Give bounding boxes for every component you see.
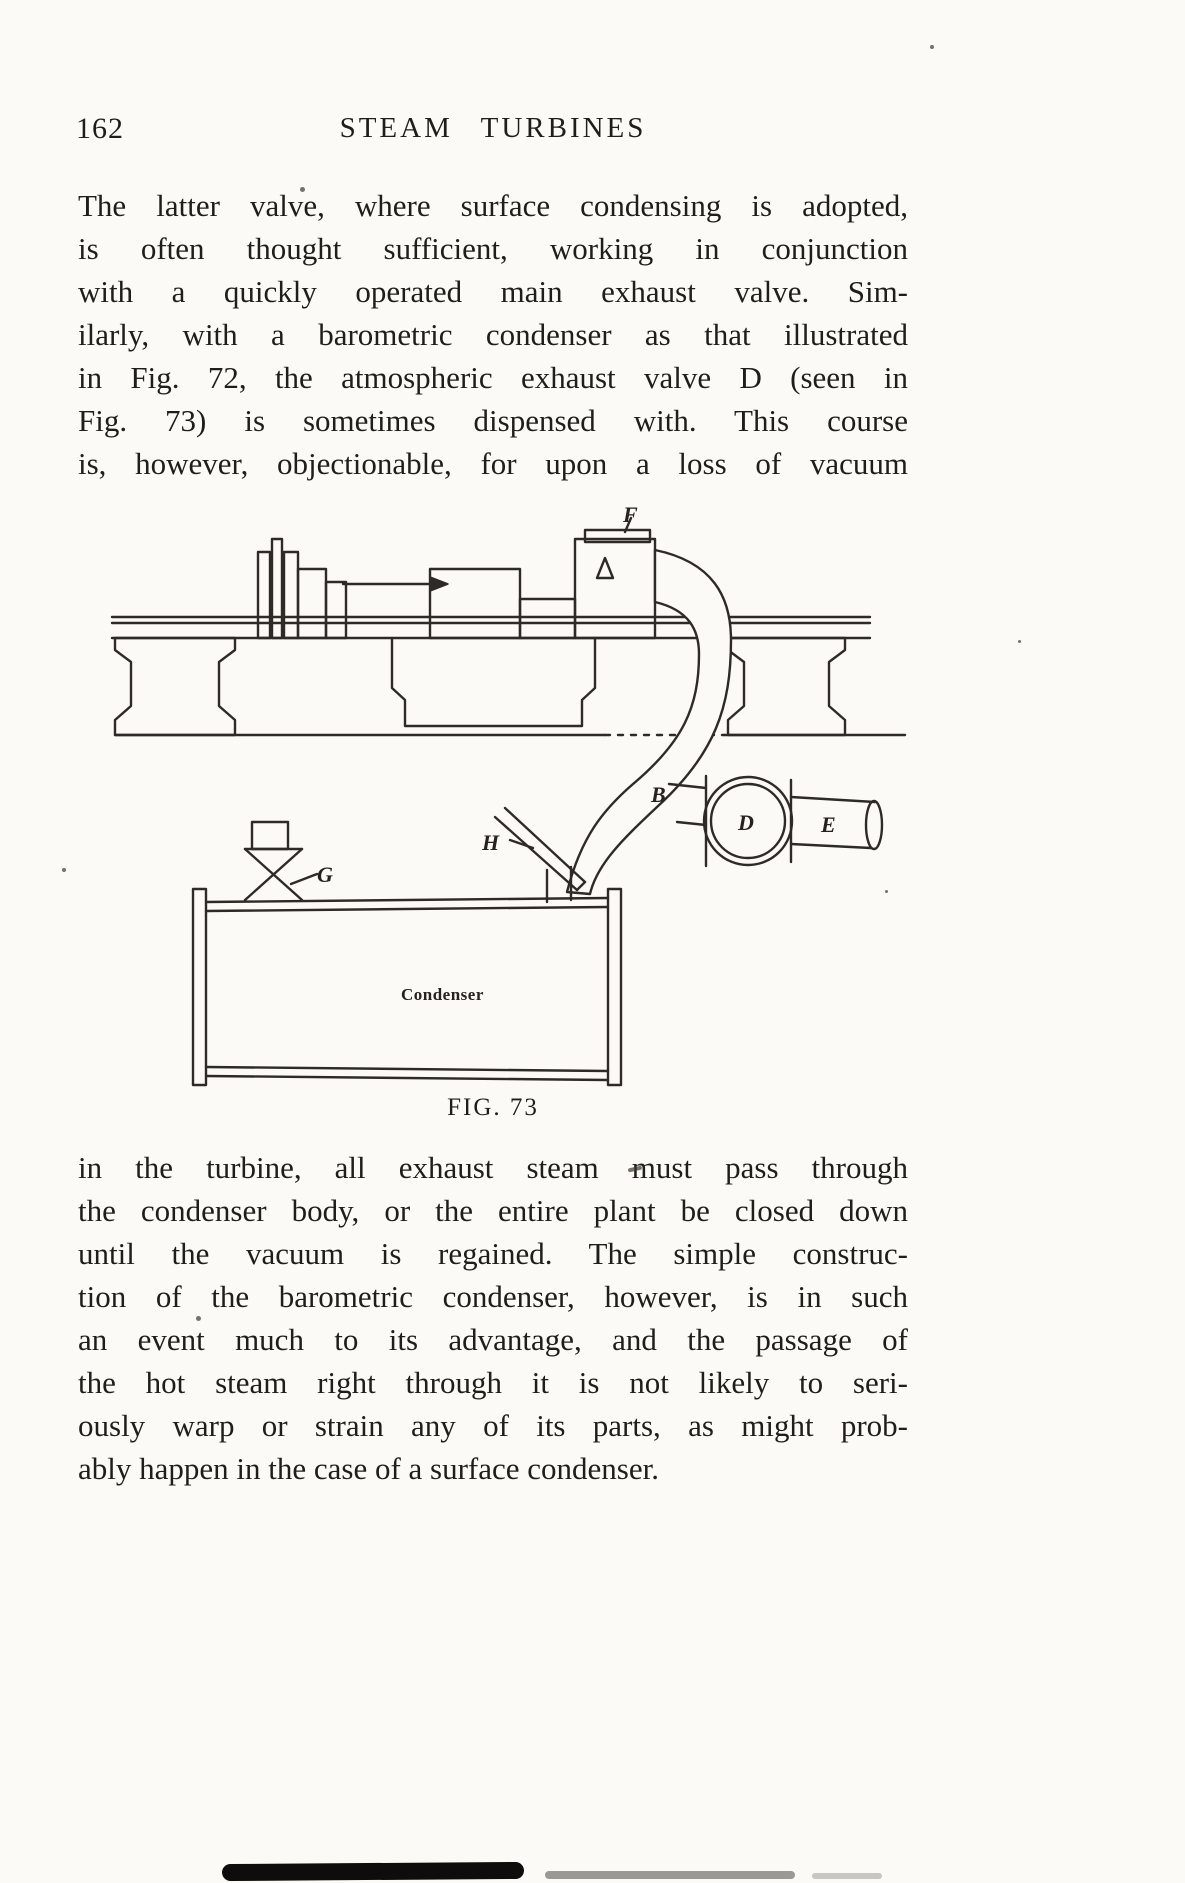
text-line: an event much to its advantage, and the … [78, 1322, 908, 1357]
running-title: STEAM TURBINES [339, 112, 647, 144]
scan-smudge [221, 1861, 525, 1882]
figure-drawing: F B D E H G Condenser [110, 502, 907, 1087]
label-e: E [820, 812, 836, 837]
scan-speck [930, 45, 934, 49]
label-d: D [737, 810, 754, 835]
condenser-body [191, 887, 623, 1087]
figure-73: F B D E H G Condenser [85, 492, 1035, 1092]
turbine-bedplate [110, 615, 907, 737]
label-b: B [650, 782, 666, 807]
text-line: in Fig. 72, the atmospheric exhaust valv… [78, 360, 908, 395]
label-h: H [481, 830, 500, 855]
paragraph-bottom: in the turbine, all exhaust steam must p… [78, 1146, 908, 1490]
text-line: ilarly, with a barometric condenser as t… [78, 317, 908, 352]
text-line: with a quickly operated main exhaust val… [78, 274, 908, 309]
page-number: 162 [76, 112, 124, 145]
scan-smudge [545, 1871, 795, 1879]
text-line: is often thought sufficient, working in … [78, 231, 908, 266]
text-line: the hot steam right through it is not li… [78, 1365, 908, 1400]
label-condenser: Condenser [401, 985, 484, 1004]
scan-speck [1018, 640, 1021, 643]
scan-speck [196, 1316, 201, 1321]
figure-labels: F B D E H G Condenser [317, 502, 836, 1004]
label-f: F [622, 502, 638, 527]
scan-speck [885, 890, 888, 893]
text-line: Fig. 73) is sometimes dispensed with. Th… [78, 403, 908, 438]
scan-smudge [812, 1873, 882, 1879]
text-line: is, however, objectionable, for upon a l… [78, 446, 908, 481]
label-g: G [317, 862, 333, 887]
atmospheric-valve [493, 806, 587, 904]
scan-speck [62, 868, 66, 872]
text-line: ously warp or strain any of its parts, a… [78, 1408, 908, 1443]
exhaust-pipe [565, 548, 884, 896]
text-line: tion of the barometric condenser, howeve… [78, 1279, 908, 1314]
text-line: in the turbine, all exhaust steam must p… [78, 1150, 908, 1185]
text-line: The latter valve, where surface condensi… [78, 188, 908, 223]
figure-caption: FIG. 73 [447, 1094, 539, 1121]
paragraph-top: The latter valve, where surface condensi… [78, 184, 908, 485]
scan-speck [300, 187, 305, 192]
text-line: the condenser body, or the entire plant … [78, 1193, 908, 1228]
text-line: ably happen in the case of a surface con… [78, 1451, 659, 1486]
turbine-machine [256, 516, 657, 728]
injection-fitting [243, 820, 319, 902]
text-line: until the vacuum is regained. The simple… [78, 1236, 908, 1271]
